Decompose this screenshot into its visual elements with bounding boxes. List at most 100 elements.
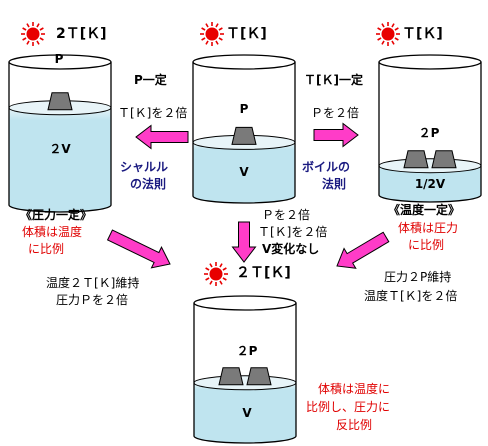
sun-ray bbox=[215, 40, 219, 45]
bottom-gas-volume bbox=[194, 382, 296, 443]
sun-ray bbox=[209, 263, 213, 268]
sun-ray bbox=[26, 23, 30, 28]
center-down-line2: Ｔ[Ｋ]を２倍 bbox=[258, 225, 328, 239]
magenta-arrow-icon bbox=[135, 124, 189, 150]
bottom-note-line3: 反比例 bbox=[336, 418, 373, 432]
sun-ray bbox=[215, 23, 219, 28]
right-down-line1: 圧力２P維持 bbox=[384, 270, 452, 284]
sun-ray bbox=[205, 267, 210, 271]
right-note-title: 《温度一定》 bbox=[388, 203, 461, 217]
left-temp-label: 2Ｔ[Ｋ] bbox=[56, 26, 107, 42]
center-cylinder bbox=[192, 54, 296, 204]
left-volume-label: ２V bbox=[49, 142, 71, 156]
sun-ray bbox=[205, 40, 209, 45]
sun-ray bbox=[219, 280, 223, 285]
right-note-line1: 体積は圧力 bbox=[398, 221, 459, 235]
center-base bbox=[192, 195, 296, 204]
sun-ray bbox=[201, 37, 206, 41]
sun-icon bbox=[21, 22, 45, 46]
bottom-rim bbox=[193, 295, 297, 311]
left-weight-block-icon bbox=[47, 92, 73, 111]
sun-icon bbox=[204, 262, 228, 286]
sun-core bbox=[381, 27, 395, 41]
sun-ray bbox=[36, 40, 40, 45]
right-weight-block-icon bbox=[431, 150, 457, 169]
right-note-line2: に比例 bbox=[408, 238, 445, 252]
sun-ray bbox=[218, 37, 223, 41]
sun-ray bbox=[36, 23, 40, 28]
boyle-law-line2: 法則 bbox=[322, 177, 347, 191]
sun-ray bbox=[391, 23, 395, 28]
right-condition-2: Ｐを２倍 bbox=[311, 106, 360, 120]
right-weight-block-icon bbox=[403, 150, 429, 169]
magenta-arrow-icon bbox=[336, 231, 390, 269]
sun-ray bbox=[381, 23, 385, 28]
sun-ray bbox=[39, 37, 44, 41]
sun-ray bbox=[201, 27, 206, 31]
sun-ray bbox=[394, 27, 399, 31]
left-weight-label: P bbox=[54, 52, 64, 66]
left-rim bbox=[8, 54, 112, 70]
center-weight-block-icon bbox=[231, 126, 257, 145]
right-temp-label: Ｔ[Ｋ] bbox=[402, 26, 443, 42]
right-base bbox=[378, 194, 482, 203]
left-gas-volume bbox=[9, 107, 111, 212]
center-rim bbox=[192, 54, 296, 70]
left-note-line1: 体積は温度 bbox=[22, 225, 83, 239]
sun-ray bbox=[381, 40, 385, 45]
center-down-line1: Ｐを２倍 bbox=[262, 208, 311, 222]
bottom-cylinder bbox=[193, 295, 297, 444]
bottom-temp-label: ２Ｔ[Ｋ] bbox=[236, 265, 291, 281]
left-base bbox=[8, 204, 112, 213]
left-note-title: 《圧力一定》 bbox=[20, 208, 93, 222]
sun-ray bbox=[377, 27, 382, 31]
bottom-base bbox=[193, 435, 297, 444]
right-gas-volume bbox=[379, 165, 481, 202]
bottom-weight-label: ２P bbox=[236, 344, 258, 358]
right-volume-label: 1/2V bbox=[414, 177, 446, 191]
right-cylinder bbox=[378, 54, 482, 203]
bottom-volume-label: V bbox=[242, 406, 252, 420]
magenta-arrow-icon bbox=[231, 221, 257, 263]
right-condition-1: Ｔ[Ｋ]一定 bbox=[304, 73, 363, 87]
sun-ray bbox=[391, 40, 395, 45]
left-note-line2: に比例 bbox=[28, 242, 65, 256]
left-cylinder bbox=[8, 54, 112, 213]
left-down-line2: 圧力Ｐを２倍 bbox=[56, 293, 129, 307]
magenta-arrow-icon bbox=[106, 229, 171, 269]
boyle-law-line1: ボイルの bbox=[302, 160, 351, 174]
sun-icon bbox=[200, 22, 224, 46]
center-volume-label: V bbox=[239, 165, 249, 179]
bottom-note-line1: 体積は温度に bbox=[318, 382, 391, 396]
sun-ray bbox=[222, 267, 227, 271]
bottom-weight-block-icon bbox=[246, 367, 272, 386]
sun-ray bbox=[209, 280, 213, 285]
right-down-line2: 温度Ｔ[Ｋ]を２倍 bbox=[364, 289, 458, 303]
sun-ray bbox=[222, 277, 227, 281]
bottom-weight-block-icon bbox=[218, 367, 244, 386]
center-down-line3: V変化なし bbox=[262, 242, 320, 256]
bottom-gas-surface bbox=[193, 375, 297, 391]
right-rim bbox=[378, 54, 482, 70]
sun-ray bbox=[218, 27, 223, 31]
left-condition-1: P一定 bbox=[134, 73, 167, 87]
center-weight-label: P bbox=[239, 102, 249, 116]
sun-core bbox=[205, 27, 219, 41]
charles-law-line1: シャルル bbox=[120, 160, 169, 174]
sun-ray bbox=[205, 23, 209, 28]
sun-ray bbox=[377, 37, 382, 41]
sun-ray bbox=[219, 263, 223, 268]
bottom-note-line2: 比例し、圧力に bbox=[306, 400, 391, 414]
center-temp-label: Ｔ[Ｋ] bbox=[226, 26, 267, 42]
magenta-arrow-icon bbox=[313, 122, 359, 148]
sun-ray bbox=[22, 27, 27, 31]
sun-ray bbox=[205, 277, 210, 281]
sun-icon bbox=[376, 22, 400, 46]
right-gas-surface bbox=[378, 158, 482, 174]
sun-ray bbox=[26, 40, 30, 45]
sun-core bbox=[26, 27, 40, 41]
right-weight-label: ２P bbox=[418, 126, 440, 140]
left-condition-2: Ｔ[Ｋ]を２倍 bbox=[118, 106, 188, 120]
center-gas-volume bbox=[193, 142, 295, 203]
